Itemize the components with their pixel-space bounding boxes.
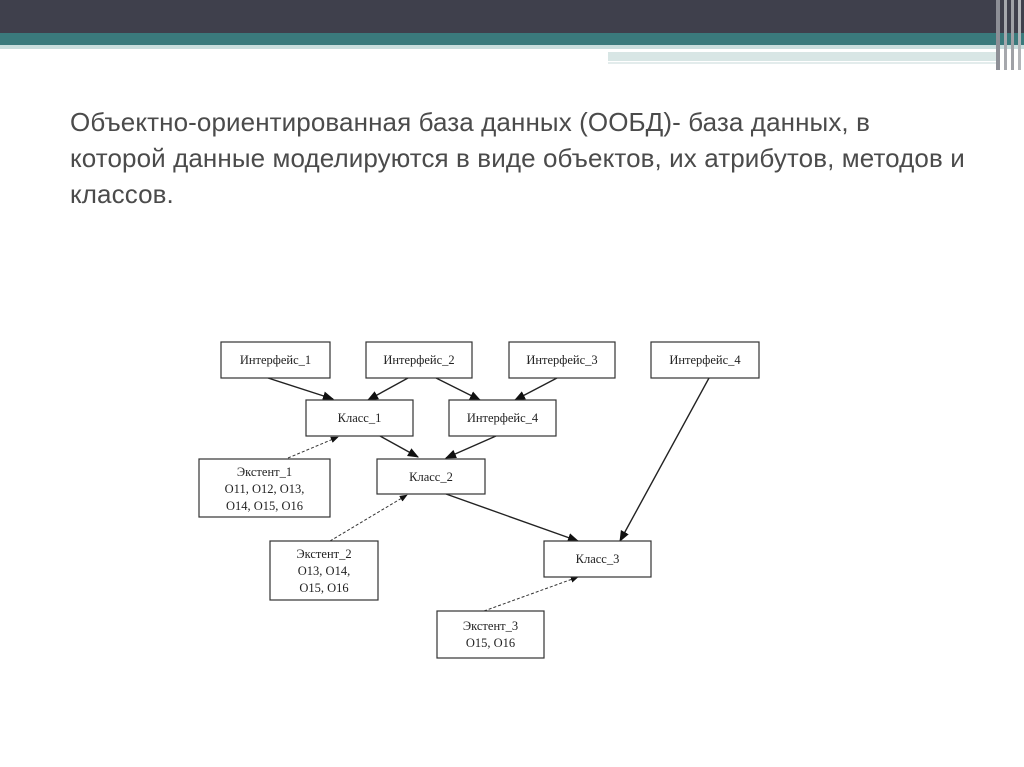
- node-interface-3-label: Интерфейс_3: [526, 353, 597, 367]
- node-extent-1-title: Экстент_1: [237, 465, 292, 479]
- node-extent-2-line-3: O15, O16: [299, 581, 348, 595]
- header-dark-bar: [0, 0, 1024, 33]
- edge-class-1-to-class-2: [379, 435, 419, 458]
- edge-interface-4-top-to-class-3: [619, 377, 710, 542]
- edge-interface-3-to-interface-4-mid: [514, 377, 558, 401]
- node-class-2-label: Класс_2: [409, 470, 453, 484]
- edge-interface-2-to-interface-4-mid: [435, 377, 482, 401]
- node-class-2: Класс_2: [376, 458, 486, 495]
- node-extent-1: Экстент_1 O11, O12, O13, O14, O15, O16: [198, 458, 331, 518]
- header-edge-stripe-2: [1004, 0, 1007, 70]
- node-extent-2-title: Экстент_2: [296, 547, 351, 561]
- node-interface-4-top: Интерфейс_4: [650, 341, 760, 379]
- header-light-strip-right: [608, 52, 998, 61]
- node-extent-3-title: Экстент_3: [463, 619, 518, 633]
- node-extent-1-line-2: O11, O12, O13,: [225, 482, 305, 496]
- edge-extent-2-to-class-2: [329, 494, 408, 542]
- header-band: [0, 0, 1024, 70]
- edge-extent-1-to-class-1: [287, 436, 339, 459]
- edge-extent-3-to-class-3: [483, 576, 579, 612]
- edge-interface-4-mid-to-class-2: [444, 435, 497, 459]
- node-class-1-label: Класс_1: [338, 411, 382, 425]
- node-extent-1-line-3: O14, O15, O16: [226, 499, 303, 513]
- node-class-1: Класс_1: [305, 399, 414, 437]
- nodes: Интерфейс_1 Интерфейс_2 Интерфейс_3 Инте…: [198, 341, 760, 659]
- header-edge-stripe-3: [1011, 0, 1014, 70]
- header-edge-stripe-1: [996, 0, 1000, 70]
- header-edge-stripe-4: [1018, 0, 1021, 70]
- node-extent-2: Экстент_2 O13, O14, O15, O16: [269, 540, 379, 601]
- edge-interface-1-to-class-1: [267, 377, 335, 401]
- node-interface-4-top-label: Интерфейс_4: [669, 353, 741, 367]
- header-teal-bar: [0, 33, 1024, 45]
- node-interface-1: Интерфейс_1: [220, 341, 331, 379]
- node-interface-2: Интерфейс_2: [365, 341, 473, 379]
- node-extent-2-line-2: O13, O14,: [298, 564, 350, 578]
- node-interface-2-label: Интерфейс_2: [383, 353, 454, 367]
- edge-interface-2-to-class-1: [367, 377, 409, 401]
- node-extent-3-line-2: O15, O16: [466, 636, 515, 650]
- node-class-3-label: Класс_3: [576, 552, 620, 566]
- node-interface-3: Интерфейс_3: [508, 341, 616, 379]
- node-interface-4-mid-label: Интерфейс_4: [467, 411, 539, 425]
- header-thin-line-right: [608, 62, 998, 64]
- node-interface-1-label: Интерфейс_1: [240, 353, 311, 367]
- body-text: Объектно-ориентированная база данных (ОО…: [70, 107, 965, 209]
- edge-class-2-to-class-3: [445, 493, 580, 542]
- header-light-bar: [0, 45, 1024, 49]
- edges: [267, 377, 710, 612]
- node-extent-3: Экстент_3 O15, O16: [436, 610, 545, 659]
- node-class-3: Класс_3: [543, 540, 652, 578]
- node-interface-4-mid: Интерфейс_4: [448, 399, 557, 437]
